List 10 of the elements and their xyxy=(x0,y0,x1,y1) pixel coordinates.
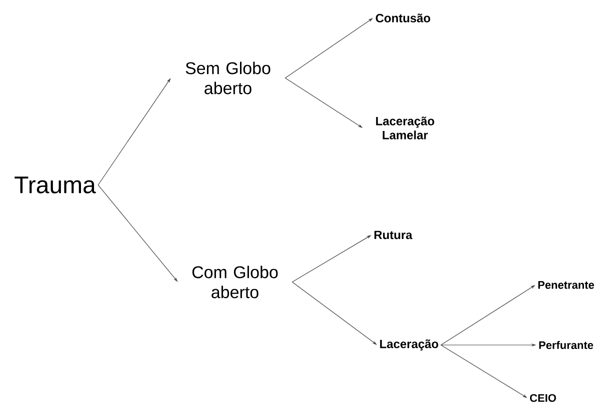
branch-label: Laceração Lamelar xyxy=(376,116,434,140)
branch-label: Rutura xyxy=(374,230,412,240)
branch-label: Penetrante xyxy=(538,281,594,289)
branch-label: CEIO xyxy=(530,394,556,402)
branch-label: Sem Globo aberto xyxy=(186,62,270,94)
branch-label: Laceração xyxy=(380,339,438,351)
root-label: Trauma xyxy=(14,176,96,194)
branch-label: Perfurante xyxy=(539,340,594,350)
branch-label: Com Globo aberto xyxy=(192,266,278,298)
branch-label: Contusão xyxy=(376,14,430,22)
